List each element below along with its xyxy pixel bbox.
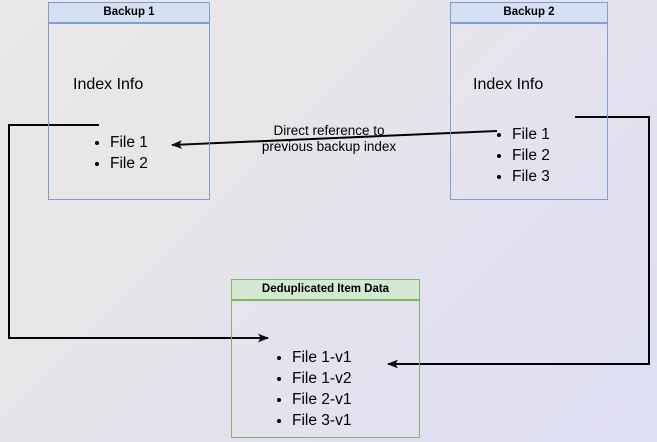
- deduplicated-item-data-box: Deduplicated Item Data File 1-v1 File 1-…: [231, 279, 420, 438]
- direct-reference-label: Direct reference to previous backup inde…: [249, 123, 409, 155]
- backup-2-index-info-label: Index Info: [473, 76, 544, 93]
- list-item: File 1: [512, 124, 550, 145]
- backup-2-box: Backup 2 Index Info File 1 File 2 File 3: [450, 2, 608, 200]
- list-item: File 1-v2: [292, 368, 351, 389]
- backup-1-file-list: File 1 File 2: [95, 132, 148, 174]
- backup-2-body: Index Info File 1 File 2 File 3: [450, 23, 608, 200]
- deduplicated-item-data-header: Deduplicated Item Data: [231, 279, 420, 300]
- backup-1-box: Backup 1 Index Info File 1 File 2: [48, 2, 210, 200]
- list-item: File 2: [110, 153, 148, 174]
- list-item: File 1-v1: [292, 347, 351, 368]
- direct-reference-label-line-1: Direct reference to: [273, 123, 385, 138]
- deduplicated-item-data-body: File 1-v1 File 1-v2 File 2-v1 File 3-v1: [231, 300, 420, 438]
- list-item: File 3-v1: [292, 410, 351, 431]
- list-item: File 2-v1: [292, 389, 351, 410]
- backup-2-file-list: File 1 File 2 File 3: [497, 124, 550, 187]
- backup-2-header: Backup 2: [450, 2, 608, 23]
- deduplicated-item-list: File 1-v1 File 1-v2 File 2-v1 File 3-v1: [277, 347, 351, 431]
- list-item: File 1: [110, 132, 148, 153]
- backup-1-index-info-label: Index Info: [73, 76, 144, 93]
- list-item: File 3: [512, 166, 550, 187]
- backup-1-header: Backup 1: [48, 2, 210, 23]
- list-item: File 2: [512, 145, 550, 166]
- direct-reference-label-line-2: previous backup index: [261, 139, 397, 154]
- backup-1-body: Index Info File 1 File 2: [48, 23, 210, 200]
